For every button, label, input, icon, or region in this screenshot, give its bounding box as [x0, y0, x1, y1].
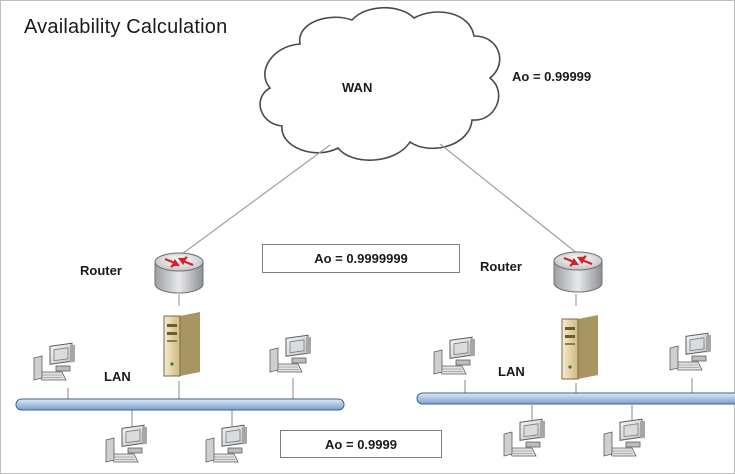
- lan-availability-box: Ao = 0.9999: [280, 430, 442, 458]
- workstation-icon: [503, 418, 546, 457]
- lan-right-label: LAN: [498, 364, 525, 379]
- router-right-label: Router: [480, 259, 522, 274]
- wan-availability-label: Ao = 0.99999: [512, 69, 592, 84]
- workstation-icon: [205, 424, 248, 463]
- wan-label: WAN: [342, 80, 373, 95]
- workstation-icon: [33, 342, 76, 381]
- link-wan-router-right: [439, 143, 579, 255]
- workstation-icon: [433, 336, 476, 375]
- router-left-label: Router: [80, 263, 122, 278]
- lan-drops: [67, 378, 693, 428]
- router-links: [178, 294, 577, 306]
- lan-bus-right: [416, 392, 735, 405]
- wan-links: [181, 143, 579, 255]
- lan-bus-left: [15, 398, 345, 411]
- workstation-icon: [603, 418, 646, 457]
- router-availability-box: Ao = 0.9999999: [262, 244, 460, 273]
- workstation-icon: [105, 424, 148, 463]
- router-right-icon: [552, 250, 604, 294]
- server-right-icon: [561, 314, 599, 380]
- diagram-title: Availability Calculation: [24, 16, 228, 38]
- link-wan-router-left: [181, 144, 331, 255]
- wan-cloud-icon: [259, 7, 501, 161]
- workstation-icon: [269, 334, 312, 373]
- server-left-icon: [163, 311, 201, 377]
- lan-left-label: LAN: [104, 369, 131, 384]
- workstation-icon: [669, 332, 712, 371]
- router-left-icon: [153, 251, 205, 295]
